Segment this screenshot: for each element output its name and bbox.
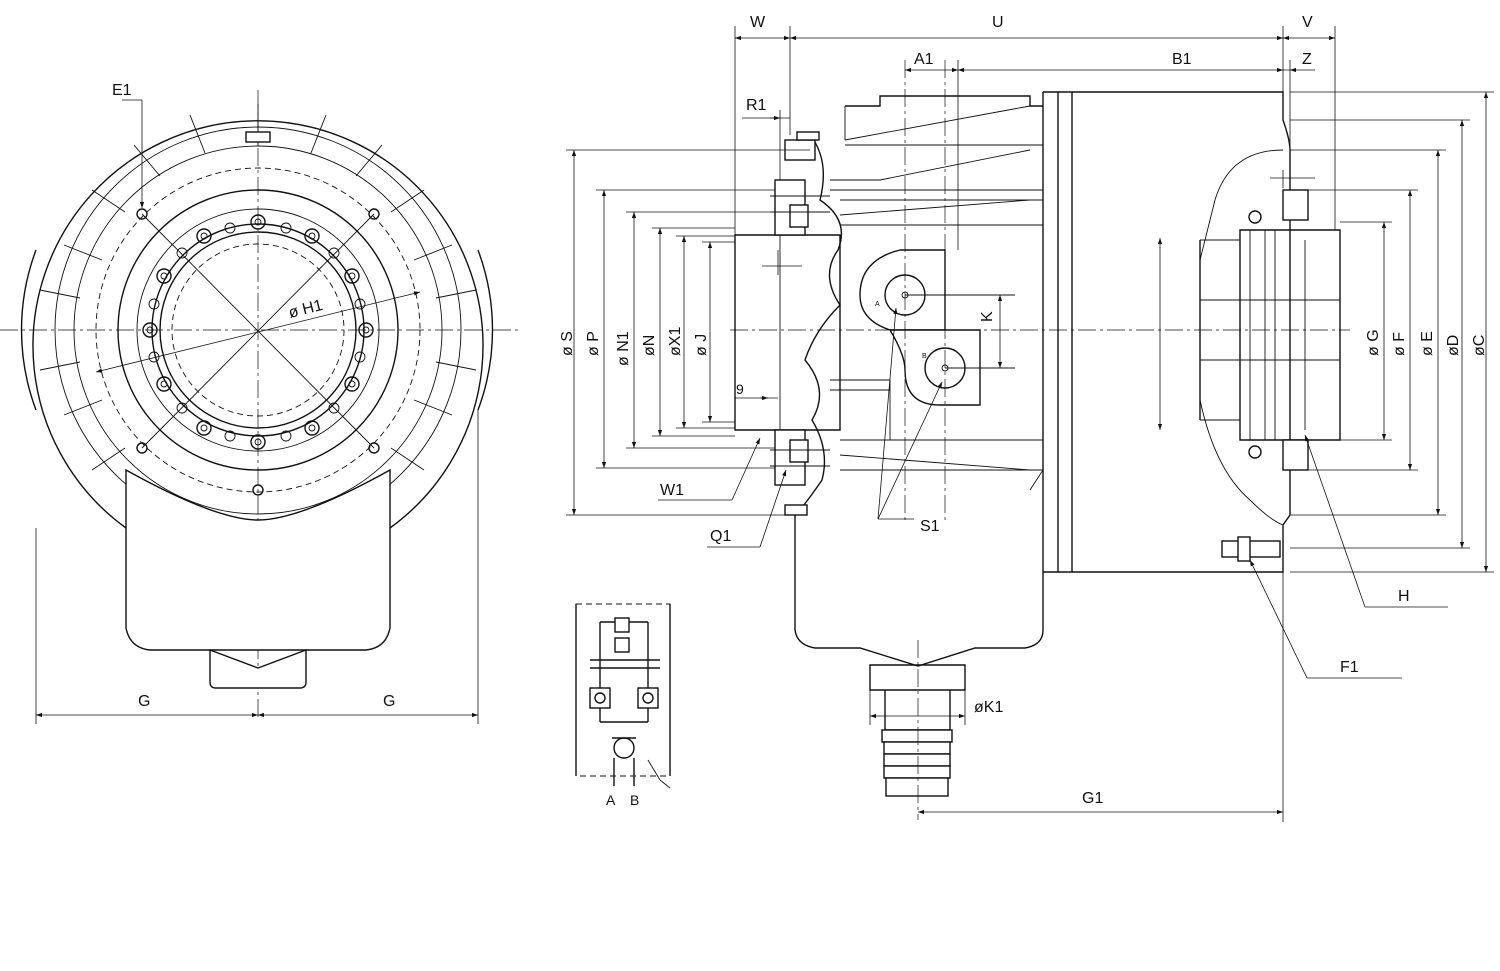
- port-a-small-label: A: [875, 301, 880, 308]
- port-b-small-label: B: [922, 353, 927, 360]
- label-s1: S1: [920, 518, 940, 535]
- label-u: U: [992, 14, 1004, 31]
- schematic-port-b: B: [630, 792, 639, 808]
- label-k1: øK1: [974, 699, 1003, 716]
- label-w: W: [750, 14, 766, 31]
- label-h: H: [1398, 588, 1410, 605]
- hydraulic-schematic: A B: [575, 603, 671, 808]
- label-v: V: [1302, 14, 1313, 31]
- label-dia-x1: øX1: [667, 327, 684, 356]
- label-dia-d: øD: [1445, 335, 1462, 356]
- right-diameter-dimensions: ø G ø F ø E øD øC: [1157, 91, 1494, 573]
- schematic-port-a: A: [606, 792, 616, 808]
- label-g1: G1: [1082, 790, 1103, 807]
- side-view: A B: [559, 14, 1494, 822]
- label-dia-e: ø E: [1419, 331, 1436, 356]
- label-z: Z: [1302, 51, 1312, 68]
- label-r1: R1: [746, 97, 767, 114]
- label-a1: A1: [914, 51, 934, 68]
- label-dia-p: ø P: [585, 331, 602, 356]
- label-q1: Q1: [710, 528, 731, 545]
- label-h1: ø H1: [287, 297, 325, 322]
- bolt-holes: [142, 214, 374, 450]
- label-nine: 9: [736, 381, 744, 397]
- label-w1: W1: [660, 482, 684, 499]
- left-diameter-dimensions: ø S ø P ø N1 øN øX1 ø J: [559, 149, 810, 516]
- label-dia-n: øN: [641, 335, 658, 356]
- label-dia-j: ø J: [693, 334, 710, 356]
- label-f1: F1: [1340, 659, 1359, 676]
- label-dia-n1: ø N1: [615, 331, 632, 366]
- label-g-left: G: [138, 693, 150, 710]
- front-view: ø H1 E1 G G: [0, 82, 520, 724]
- label-dia-g: ø G: [1365, 329, 1382, 356]
- label-e1: E1: [112, 82, 132, 99]
- label-dia-c: øC: [1471, 335, 1488, 356]
- label-dia-s: ø S: [559, 331, 576, 356]
- label-dia-f: ø F: [1391, 332, 1408, 356]
- label-k: K: [979, 311, 996, 322]
- label-g-right: G: [383, 693, 395, 710]
- label-b1: B1: [1172, 51, 1192, 68]
